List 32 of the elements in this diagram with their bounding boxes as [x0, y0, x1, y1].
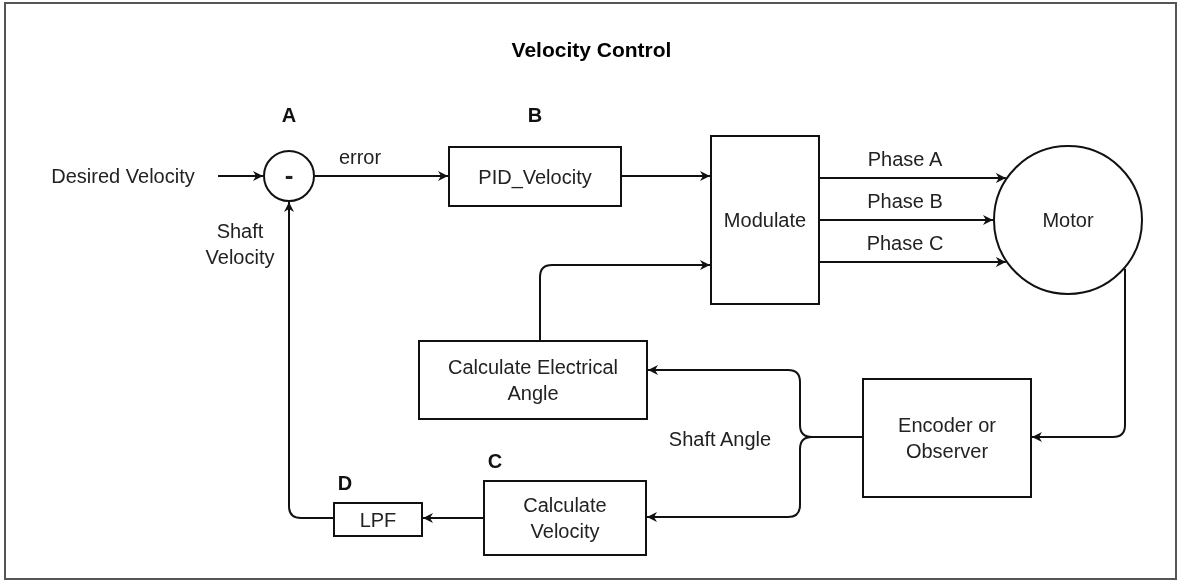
arrow	[819, 173, 1007, 183]
summing-junction	[263, 150, 315, 202]
node-text: Calculate Velocity	[522, 493, 608, 544]
arrow	[422, 513, 484, 523]
block-letter: A	[281, 104, 297, 127]
arrow	[539, 260, 711, 341]
node-text: Encoder or Observer	[897, 413, 997, 464]
block-letter: D	[337, 472, 353, 495]
process-box	[862, 378, 1032, 498]
block-letter: B	[527, 104, 543, 127]
process-box	[483, 480, 647, 556]
arrow	[646, 436, 863, 522]
arrow	[621, 171, 711, 181]
arrow	[314, 171, 449, 181]
process-box	[448, 146, 622, 207]
node-text: Motor	[1041, 208, 1095, 233]
arrow	[819, 215, 994, 225]
arrow	[284, 201, 334, 519]
diagram-title: Velocity Control	[510, 38, 673, 62]
process-box	[418, 340, 648, 420]
node-text: Desired Velocity	[50, 164, 196, 189]
arrow	[217, 171, 264, 181]
block-letter: C	[487, 450, 503, 473]
process-box	[710, 135, 820, 305]
node-text: Modulate	[722, 208, 808, 233]
arrow	[819, 257, 1007, 267]
node-text: PID_Velocity	[477, 164, 593, 190]
arrow	[1031, 267, 1126, 442]
node-text: -	[283, 159, 295, 193]
node-text: Calculate Electrical Angle	[446, 355, 620, 406]
node-text: LPF	[358, 507, 398, 533]
process-box	[333, 502, 423, 537]
